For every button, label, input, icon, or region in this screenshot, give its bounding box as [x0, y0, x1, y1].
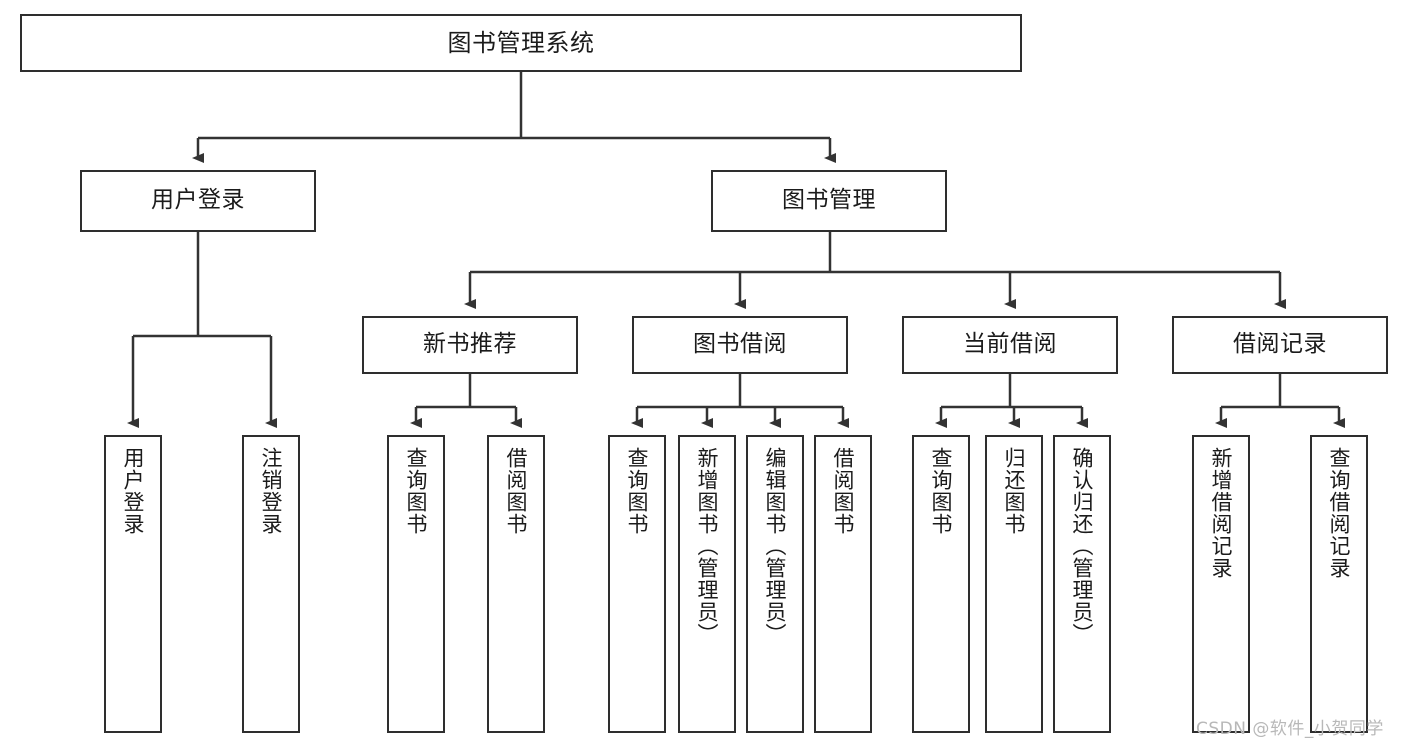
- node-new-book-recommend-label: 新书推荐: [423, 331, 517, 358]
- node-leaf-add-record[interactable]: 新增借阅记录: [1192, 435, 1250, 733]
- node-leaf-borrow-book-2[interactable]: 借阅图书: [814, 435, 872, 733]
- node-book-borrow-label: 图书借阅: [693, 331, 787, 358]
- node-leaf-query-book-3-label: 查询图书: [929, 447, 954, 535]
- node-book-borrow[interactable]: 图书借阅: [632, 316, 848, 374]
- csdn-watermark: CSDN @软件_小贺同学: [1196, 719, 1384, 739]
- node-leaf-query-book-1-label: 查询图书: [404, 447, 429, 535]
- node-root-label: 图书管理系统: [447, 28, 595, 57]
- node-leaf-logout[interactable]: 注销登录: [242, 435, 300, 733]
- node-leaf-query-book-2[interactable]: 查询图书: [608, 435, 666, 733]
- node-root[interactable]: 图书管理系统: [20, 14, 1022, 72]
- node-user-login-label: 用户登录: [151, 187, 245, 214]
- node-leaf-borrow-book-1[interactable]: 借阅图书: [487, 435, 545, 733]
- node-leaf-add-book-label: 新增图书（管理员）: [695, 447, 720, 645]
- node-leaf-confirm-return[interactable]: 确认归还（管理员）: [1053, 435, 1111, 733]
- node-leaf-borrow-book-1-label: 借阅图书: [504, 447, 529, 535]
- node-leaf-query-record[interactable]: 查询借阅记录: [1310, 435, 1368, 733]
- node-leaf-query-book-2-label: 查询图书: [625, 447, 650, 535]
- node-leaf-query-record-label: 查询借阅记录: [1327, 447, 1352, 579]
- node-leaf-borrow-book-2-label: 借阅图书: [831, 447, 856, 535]
- node-leaf-user-login-label: 用户登录: [121, 447, 146, 535]
- node-leaf-user-login[interactable]: 用户登录: [104, 435, 162, 733]
- node-current-borrow[interactable]: 当前借阅: [902, 316, 1118, 374]
- node-user-login[interactable]: 用户登录: [80, 170, 316, 232]
- node-leaf-edit-book-label: 编辑图书（管理员）: [763, 447, 788, 645]
- node-book-manage[interactable]: 图书管理: [711, 170, 947, 232]
- node-leaf-query-book-1[interactable]: 查询图书: [387, 435, 445, 733]
- node-leaf-logout-label: 注销登录: [259, 447, 284, 535]
- node-borrow-record-label: 借阅记录: [1233, 331, 1327, 358]
- node-book-manage-label: 图书管理: [782, 187, 876, 214]
- node-leaf-confirm-return-label: 确认归还（管理员）: [1070, 447, 1095, 645]
- node-new-book-recommend[interactable]: 新书推荐: [362, 316, 578, 374]
- node-leaf-query-book-3[interactable]: 查询图书: [912, 435, 970, 733]
- node-leaf-add-book[interactable]: 新增图书（管理员）: [678, 435, 736, 733]
- node-leaf-edit-book[interactable]: 编辑图书（管理员）: [746, 435, 804, 733]
- node-leaf-return-book[interactable]: 归还图书: [985, 435, 1043, 733]
- node-leaf-add-record-label: 新增借阅记录: [1209, 447, 1234, 579]
- node-borrow-record[interactable]: 借阅记录: [1172, 316, 1388, 374]
- node-current-borrow-label: 当前借阅: [963, 331, 1057, 358]
- node-leaf-return-book-label: 归还图书: [1002, 447, 1027, 535]
